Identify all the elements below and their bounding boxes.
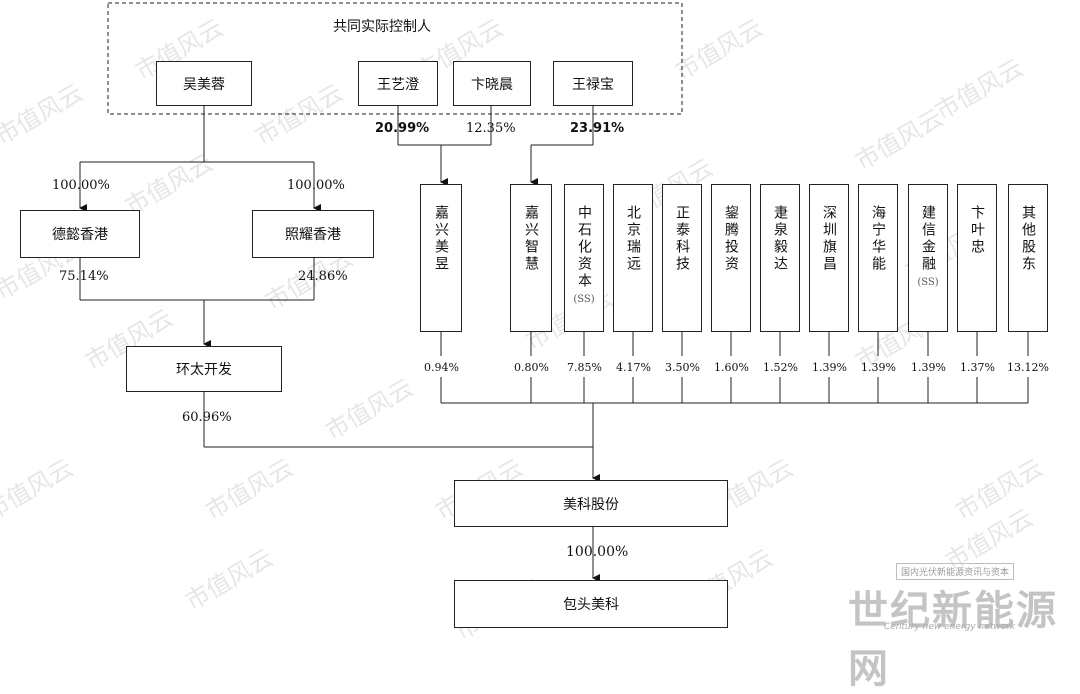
shareholder-pct: 1.52% (763, 361, 798, 374)
shareholder-name: 嘉兴美昱 (433, 205, 449, 273)
shareholder-box-6: 鋆腾投资 (711, 184, 751, 332)
shareholder-box-1: 嘉兴美昱 (420, 184, 462, 332)
shareholder-pct: 7.85% (567, 361, 602, 374)
entity-zhaoyao-hk: 照耀香港 (252, 210, 374, 258)
label-wangy-meiyu: 20.99% (375, 121, 430, 136)
shareholder-box-9: 海宁华能 (858, 184, 898, 332)
shareholder-note: (SS) (573, 294, 595, 305)
shareholder-box-10: 建信金融 (SS) (908, 184, 948, 332)
shareholder-box-4: 北京瑞远 (613, 184, 653, 332)
shareholder-note: (SS) (917, 277, 939, 288)
shareholder-box-12: 其他股东 (1008, 184, 1048, 332)
shareholder-box-3: 中石化资本 (SS) (564, 184, 604, 332)
person-wang-yicheng: 王艺澄 (358, 61, 438, 106)
label-meike-baotou: 100.00% (566, 544, 629, 560)
controller-group-title: 共同实际控制人 (333, 19, 431, 35)
controller-group-border (107, 2, 683, 115)
label-wu-deyi: 100.00% (52, 178, 110, 193)
label-zhaoyao-huantai: 24.86% (298, 269, 348, 284)
connector-layer (79, 2, 1029, 582)
shareholder-name: 其他股东 (1020, 205, 1036, 273)
shareholder-pct: 1.37% (960, 361, 995, 374)
shareholder-name: 北京瑞远 (625, 205, 641, 273)
shareholder-pct: 0.94% (424, 361, 459, 374)
shareholder-name: 鋆腾投资 (723, 205, 739, 273)
shareholder-pct: 1.39% (911, 361, 946, 374)
shareholder-pct: 1.39% (861, 361, 896, 374)
logo-name: 世纪新能源网 (848, 587, 1058, 692)
label-wangl-zhihui: 23.91% (570, 121, 625, 136)
person-wang-lubao: 王禄宝 (553, 61, 633, 106)
label-huantai-meike: 60.96% (182, 410, 232, 425)
shareholder-pct: 13.12% (1007, 361, 1049, 374)
shareholder-name: 卞叶忠 (969, 205, 985, 256)
shareholder-box-8: 深圳旗昌 (809, 184, 849, 332)
entity-deyi-hk: 德懿香港 (20, 210, 140, 258)
shareholder-pct: 1.39% (812, 361, 847, 374)
shareholder-name: 深圳旗昌 (821, 205, 837, 273)
label-wu-zhaoyao: 100.00% (287, 178, 345, 193)
shareholder-box-2: 嘉兴智慧 (510, 184, 552, 332)
label-deyi-huantai: 75.14% (59, 269, 109, 284)
shareholder-name: 疌泉毅达 (772, 205, 788, 273)
shareholder-box-5: 正泰科技 (662, 184, 702, 332)
shareholder-name: 嘉兴智慧 (523, 205, 539, 273)
entity-huantai: 环太开发 (126, 346, 282, 392)
shareholder-name: 中石化资本 (576, 205, 592, 290)
person-wu-meirong: 吴美蓉 (156, 61, 252, 106)
entity-meike: 美科股份 (454, 480, 728, 527)
shareholder-box-11: 卞叶忠 (957, 184, 997, 332)
shareholder-name: 海宁华能 (870, 205, 886, 273)
shareholder-name: 建信金融 (920, 205, 936, 273)
shareholder-pct: 0.80% (514, 361, 549, 374)
shareholder-pct: 4.17% (616, 361, 651, 374)
shareholder-pct: 3.50% (665, 361, 700, 374)
logo-tagline: 国内光伏新能源资讯与资本 (896, 563, 1015, 580)
entity-baotou-meike: 包头美科 (454, 580, 728, 628)
shareholder-pct: 1.60% (714, 361, 749, 374)
label-bianx-meiyu: 12.35% (466, 121, 516, 136)
person-bian-xiaochen: 卞晓晨 (453, 61, 531, 106)
logo-english: Century new energy network (884, 622, 1016, 632)
shareholder-name: 正泰科技 (674, 205, 690, 273)
shareholder-box-7: 疌泉毅达 (760, 184, 800, 332)
